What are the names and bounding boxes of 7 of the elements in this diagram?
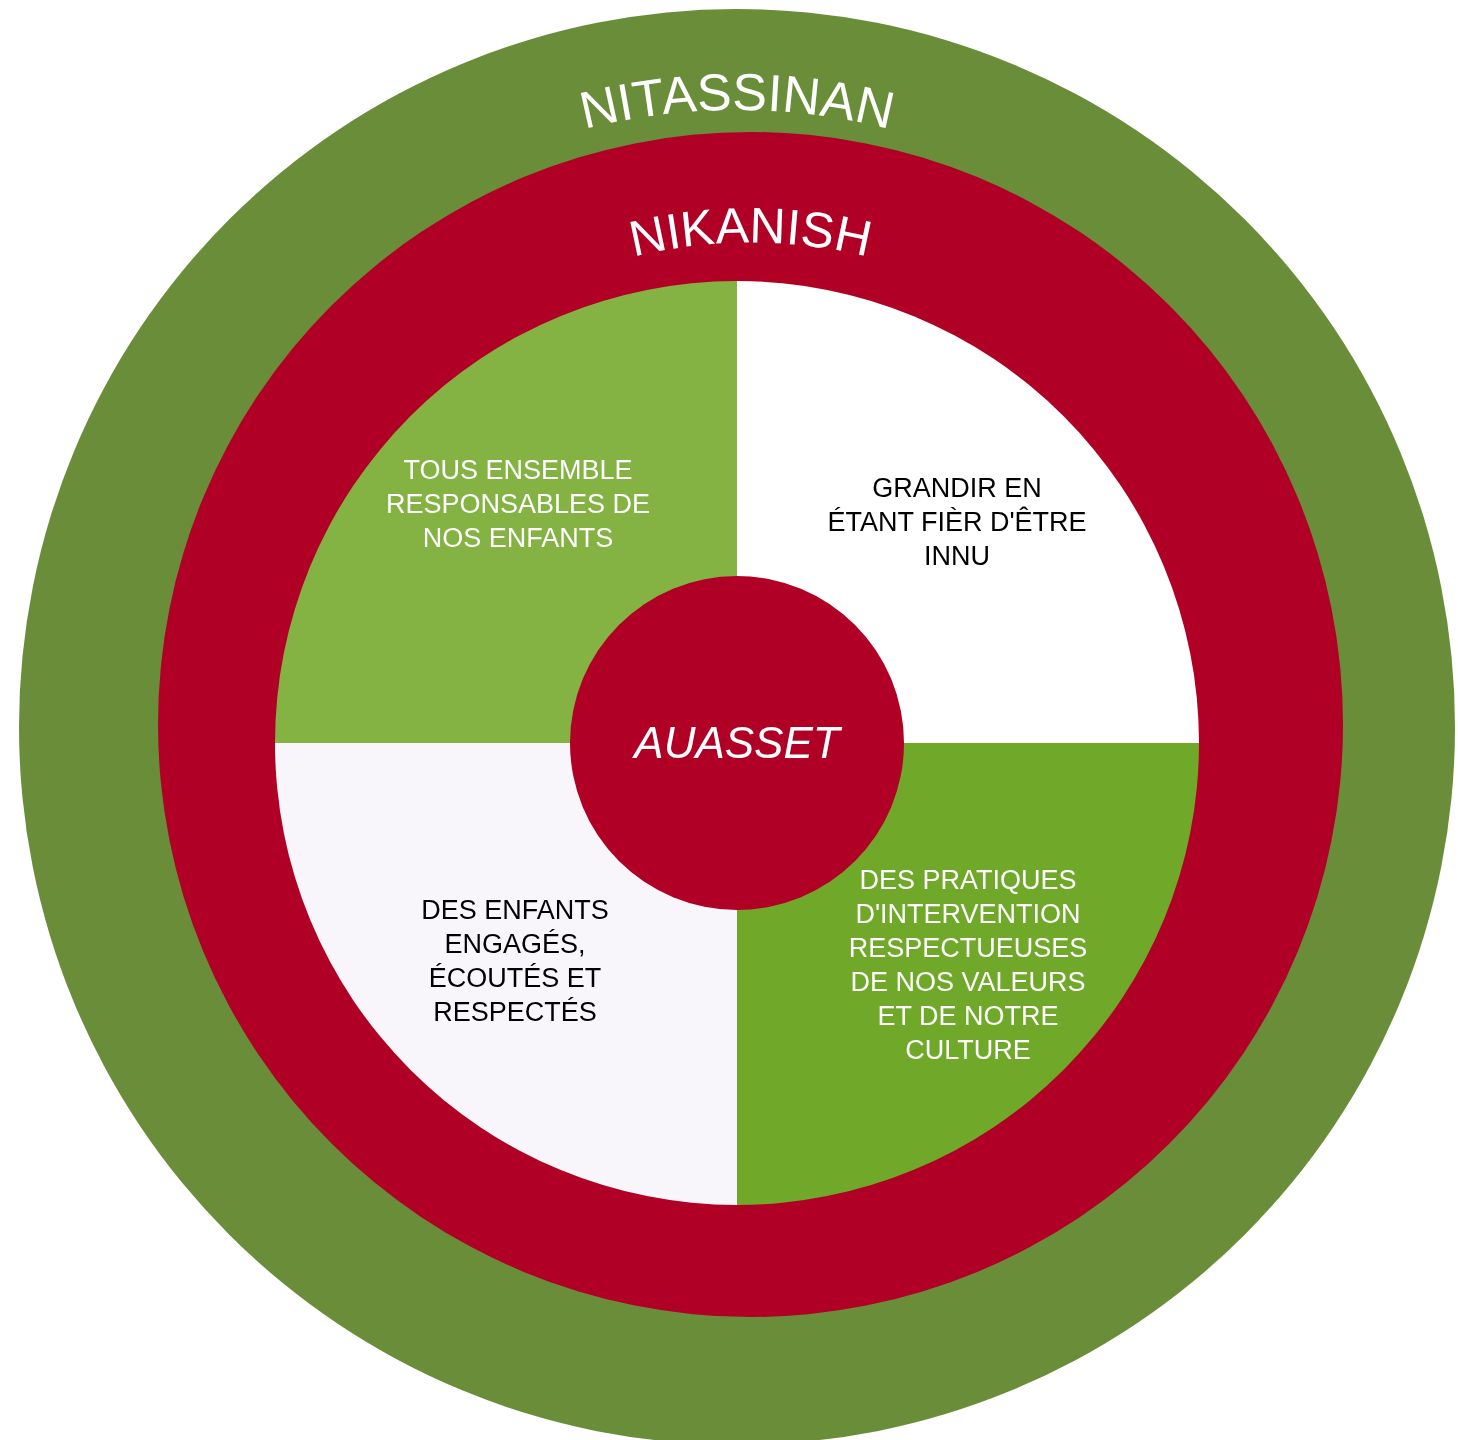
quadrant-label: DES ENFANTS ENGAGÉS, ÉCOUTÉS ET RESPECTÉS [420, 894, 610, 1029]
ring-label: NIKANISH [624, 197, 877, 268]
ring-label: NITASSINAN [574, 62, 900, 140]
quadrant-label: DES PRATIQUES D'INTERVENTION RESPECTUEUSES DE NOS VALEURS ET DE NOTRE CULTURE [847, 864, 1089, 1067]
center-label: AUASSET [631, 718, 843, 768]
quadrant-label: GRANDIR EN ÉTANT FIÈR D'ÊTRE INNU [827, 472, 1087, 573]
quadrant-label: TOUS ENSEMBLE RESPONSABLES DE NOS ENFANTS [384, 454, 652, 555]
